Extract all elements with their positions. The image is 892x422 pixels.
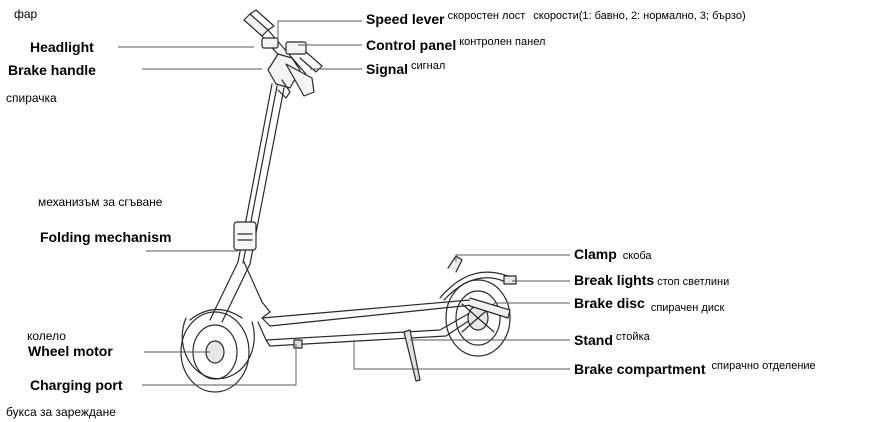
label-wheel-en: Wheel motor [28,343,113,359]
speed-lever-bg: скоростен лост [447,10,526,22]
label-clamp: Clamp скоба [574,247,652,263]
break-lights-bg: стоп светлини [657,276,730,288]
clamp-bg: скоба [622,250,652,262]
label-brake-disc: Brake disc спирачен диск [574,295,725,314]
label-folding-bg: механизъм за сгъване [38,195,163,209]
kickstand [403,329,421,382]
control-panel-bg: контролен панел [459,36,546,48]
rear-fender [439,255,517,301]
rear-wheel [445,279,511,357]
brake-disc-bg: спирачен диск [650,302,725,314]
leader-speed-lever [277,20,362,40]
folding-mechanism-drawing [233,221,257,251]
handlebar [243,9,323,99]
leader-brake-compartment [353,340,570,370]
label-brake-handle: Brake handle [8,62,96,78]
front-fork [209,261,271,323]
signal-en: Signal [366,61,409,77]
clamp-en: Clamp [574,246,617,262]
signal-bg: сигнал [411,60,446,72]
stand-en: Stand [574,332,613,348]
speed-values: скорости(1: бавно, 2: нормално, 3; бързо… [533,10,746,22]
label-charging-en: Charging port [30,377,123,393]
label-wheel-bg: колело [27,329,66,343]
label-charging-bg: букса за зареждане [6,405,116,419]
brake-compartment-en: Brake compartment [574,361,706,377]
leader-charging [142,344,297,386]
deck [257,299,483,349]
label-folding-en: Folding mechanism [40,229,172,245]
brake-compartment-bg: спирачно отделение [711,360,816,372]
label-sprachka: спирачка [6,91,57,105]
break-lights-en: Break lights [574,272,655,288]
label-headlight: Headlight [30,39,94,55]
front-wheel [180,308,255,393]
control-panel-en: Control panel [366,37,457,53]
stand-bg: стойка [615,331,650,343]
label-brake-compartment: Brake compartment спирачно отделение [574,360,816,378]
label-far: фар [14,7,38,21]
speed-lever-en: Speed lever [366,11,445,27]
brake-disc-en: Brake disc [574,295,645,311]
leader-clamp [455,254,570,262]
